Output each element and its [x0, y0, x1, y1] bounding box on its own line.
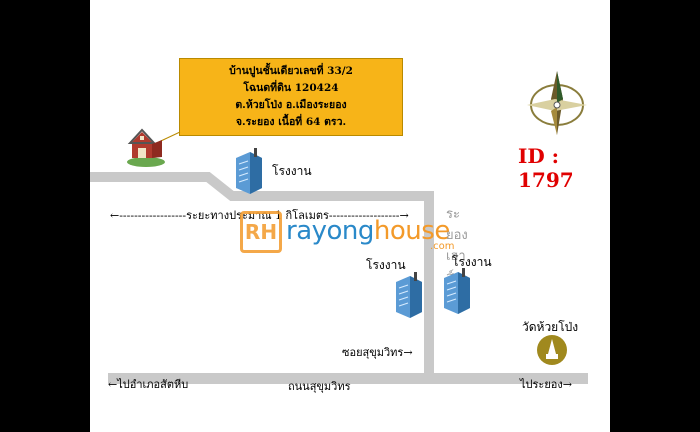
distance-label: ←------------------ระยะทางประมาณ 1 กิโลเ… — [110, 209, 409, 222]
info-line-3: ต.ห้วยโป่ง อ.เมืองระยอง — [235, 99, 347, 111]
info-line-4: จ.ระยอง เนื้อที่ 64 ตรว. — [235, 116, 347, 128]
watermark-brand-a: rayong — [286, 216, 374, 246]
main-road-right-label: ไประยอง→ — [520, 378, 572, 391]
barn-house-icon — [127, 128, 165, 167]
factory-building-icon — [444, 268, 470, 314]
factory-label-2: โรงงาน — [366, 258, 406, 272]
factory-building-icon — [396, 272, 422, 318]
watermark-brand: rayonghouse — [286, 216, 450, 246]
info-line-1: บ้านปูนชั้นเดียวเลขที่ 33/2 — [229, 65, 353, 77]
main-road-center-label: ถนนสุขุมวิทร — [288, 380, 351, 393]
factory-label-1: โรงงาน — [272, 164, 312, 178]
listing-id: ID : 1797 — [518, 144, 574, 192]
main-road-left-label: ←ไปอำเภอสัตหีบ — [108, 378, 189, 391]
watermark-brand-b: house — [373, 216, 450, 246]
watermark-suffix: .com — [430, 241, 455, 252]
watermark-logo: RH — [240, 211, 282, 253]
info-line-2: โฉนดที่ดิน 120424 — [243, 82, 339, 94]
map-canvas: บ้านปูนชั้นเดียวเลขที่ 33/2 โฉนดที่ดิน 1… — [90, 0, 610, 432]
road-upper-left — [90, 172, 176, 182]
compass-icon — [527, 71, 587, 135]
temple-icon — [537, 335, 567, 365]
property-info-box: บ้านปูนชั้นเดียวเลขที่ 33/2 โฉนดที่ดิน 1… — [179, 58, 403, 136]
factory-label-3: โรงงาน — [452, 255, 492, 269]
road-vertical — [424, 196, 434, 382]
road-main-sukhumvit — [108, 373, 588, 384]
factory-building-icon — [236, 148, 262, 194]
road-upper-bend — [174, 172, 434, 201]
soi-label: ซอยสุขุมวิทร→ — [342, 346, 413, 359]
temple-label: วัดห้วยโป่ง — [522, 320, 579, 334]
